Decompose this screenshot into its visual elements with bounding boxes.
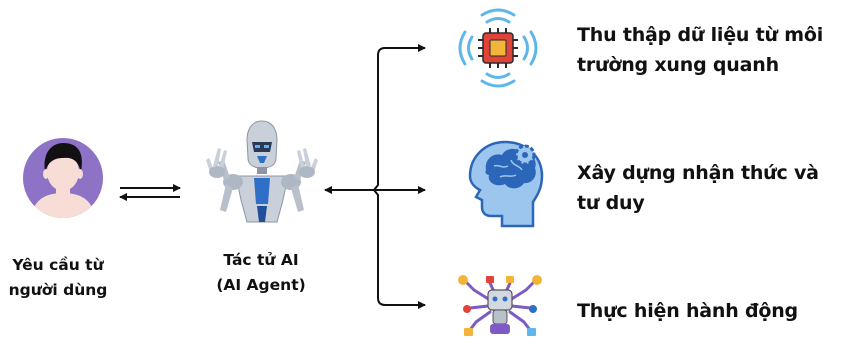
task-take-action: Thực hiện hành động [577,296,843,326]
robot-icon [206,120,318,223]
brain-head-icon [468,140,544,228]
sensor-chip-icon [458,8,538,88]
agent-label: Tác tử AI (AI Agent) [200,248,322,298]
task-cognition-line1: Xây dựng nhận thức và [577,162,819,184]
task-cognition: Xây dựng nhận thức và tư duy [577,158,843,218]
task-collect-data-line1: Thu thập dữ liệu từ môi [577,24,824,46]
user-label-line1: Yêu cầu từ [12,256,104,274]
multi-arm-robot-icon [458,275,542,336]
exchange-arrows [119,184,181,201]
agent-label-line2: (AI Agent) [216,276,306,294]
task-collect-data-line2: trường xung quanh [577,54,779,76]
agent-label-line1: Tác tử AI [223,251,299,269]
task-collect-data: Thu thập dữ liệu từ môi trường xung quan… [577,20,843,80]
task-take-action-line1: Thực hiện hành động [577,300,798,322]
user-label: Yêu cầu từ người dùng [2,253,114,303]
branch-arrows [324,44,426,309]
task-cognition-line2: tư duy [577,192,645,214]
user-label-line2: người dùng [8,281,108,299]
user-avatar-icon [23,138,103,218]
